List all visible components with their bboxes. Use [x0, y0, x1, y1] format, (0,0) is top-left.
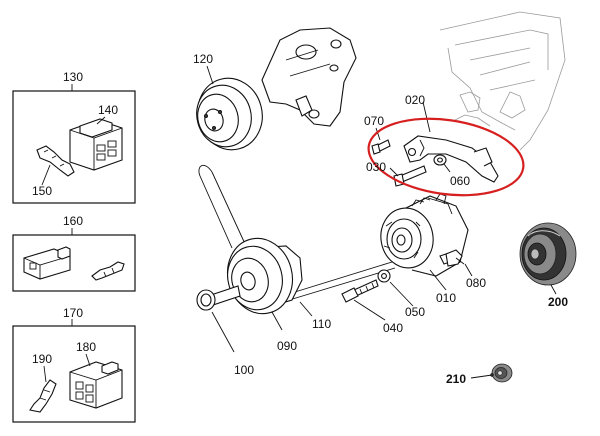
pulley-120[interactable]	[190, 71, 270, 157]
label-130: 130	[63, 70, 83, 84]
pulley-200[interactable]	[519, 222, 577, 286]
label-150: 150	[32, 184, 52, 198]
label-050: 050	[405, 305, 425, 319]
terminal-190[interactable]	[29, 379, 57, 413]
nut-210[interactable]	[491, 363, 513, 383]
label-090: 090	[277, 339, 297, 353]
crank-pulley-090[interactable]	[219, 231, 303, 321]
label-210: 210	[446, 372, 466, 386]
label-180: 180	[76, 340, 96, 354]
label-080: 080	[466, 276, 486, 290]
connector-housing-160[interactable]	[23, 246, 71, 280]
label-110: 110	[312, 317, 331, 331]
label-060: 060	[450, 174, 470, 188]
label-140: 140	[98, 103, 118, 117]
label-010: 010	[436, 291, 456, 305]
bracket-020[interactable]	[403, 135, 499, 183]
label-160: 160	[63, 214, 83, 228]
engine-block-outline	[439, 11, 566, 151]
inset-box-130	[12, 84, 136, 204]
label-170: 170	[63, 306, 83, 320]
label-100: 100	[234, 363, 254, 377]
bolt-100[interactable]	[196, 285, 241, 311]
washer-060[interactable]	[433, 154, 447, 166]
label-070: 070	[364, 114, 384, 128]
bolt-070[interactable]	[371, 139, 391, 155]
water-pump-housing	[261, 27, 357, 127]
inset-box-170	[12, 319, 136, 423]
terminal-150[interactable]	[36, 145, 75, 177]
v-belt-110[interactable]	[198, 164, 396, 305]
terminal-160[interactable]	[91, 261, 125, 281]
label-190: 190	[32, 352, 52, 366]
label-120: 120	[193, 52, 213, 66]
highlight-ring	[367, 117, 525, 197]
terminal-080[interactable]	[445, 249, 465, 267]
connector-housing-180[interactable]	[69, 361, 123, 409]
label-020: 020	[405, 93, 425, 107]
label-030: 030	[366, 160, 386, 174]
label-040: 040	[383, 321, 403, 335]
washer-050[interactable]	[377, 269, 391, 283]
inset-box-160	[12, 228, 136, 292]
label-200: 200	[548, 295, 568, 309]
connector-housing-140[interactable]	[69, 118, 123, 171]
bolt-030[interactable]	[393, 165, 427, 187]
bolt-040[interactable]	[341, 279, 379, 303]
